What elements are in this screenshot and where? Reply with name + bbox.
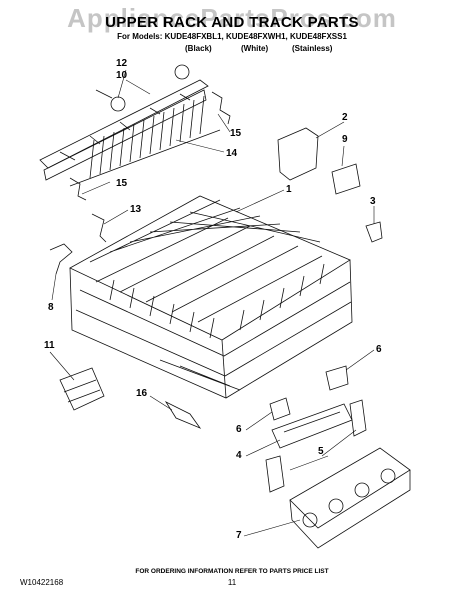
callout-14: 14 xyxy=(226,148,238,159)
callout-6-right: 6 xyxy=(376,344,382,355)
callout-10: 10 xyxy=(116,70,128,81)
callout-4: 4 xyxy=(236,450,242,461)
part-11-panel xyxy=(59,367,105,411)
upper-track xyxy=(39,64,209,181)
part-5-stop xyxy=(265,399,367,493)
part-16-clip xyxy=(164,401,202,429)
part-8-bracket xyxy=(49,243,73,275)
variant-white: (White) xyxy=(241,44,269,53)
callout-12: 12 xyxy=(116,58,128,69)
page-title: UPPER RACK AND TRACK PARTS xyxy=(105,14,359,31)
part-2-housing xyxy=(277,127,319,181)
leader-lines xyxy=(49,69,375,537)
callout-6-left: 6 xyxy=(236,424,242,435)
tine-row xyxy=(69,95,221,187)
part-9-cover xyxy=(331,163,361,195)
document-number: W10422168 xyxy=(20,578,64,587)
dish-rack xyxy=(69,195,353,399)
variant-black: (Black) xyxy=(185,44,212,53)
models-line: For Models: KUDE48FXBL1, KUDE48FXWH1, KU… xyxy=(117,32,347,41)
variant-stainless: (Stainless) xyxy=(292,44,333,53)
part-7-wheel-carriage xyxy=(289,447,411,549)
callout-13: 13 xyxy=(130,204,142,215)
part-6-upper xyxy=(325,365,349,391)
callout-15-left: 15 xyxy=(116,178,128,189)
ordering-info: FOR ORDERING INFORMATION REFER TO PARTS … xyxy=(135,568,329,575)
part-4-rail xyxy=(271,403,353,449)
callout-8: 8 xyxy=(48,302,54,313)
callout-7: 7 xyxy=(236,530,242,541)
watermark: AppliancePartsPros.com xyxy=(67,3,397,33)
callout-9: 9 xyxy=(342,134,348,145)
part-13-clip xyxy=(91,213,107,243)
callout-5: 5 xyxy=(318,446,324,457)
clip-part-15b xyxy=(69,177,87,201)
callout-2: 2 xyxy=(342,112,348,123)
part-6-lower xyxy=(269,397,291,421)
callout-3: 3 xyxy=(370,196,376,207)
page-number: 11 xyxy=(227,578,237,587)
callout-1: 1 xyxy=(286,184,292,195)
part-3-cap xyxy=(365,221,383,243)
callout-15-top: 15 xyxy=(230,128,242,139)
callout-11: 11 xyxy=(44,340,55,351)
clip-part-15a xyxy=(211,91,231,125)
callout-16: 16 xyxy=(136,388,148,399)
